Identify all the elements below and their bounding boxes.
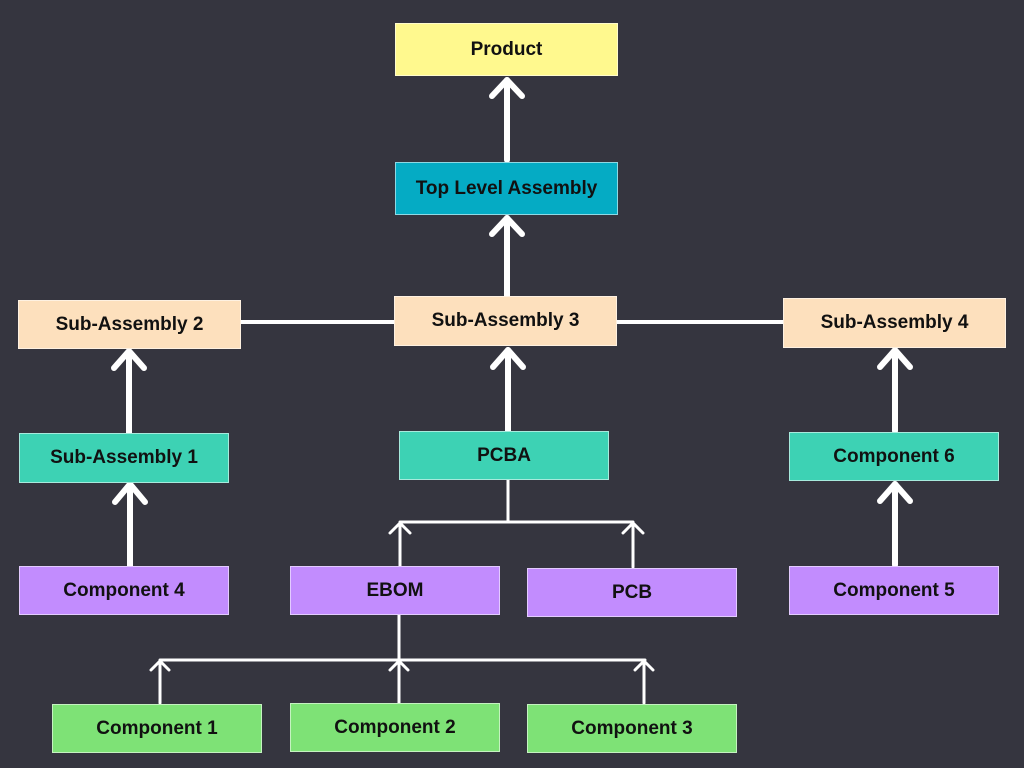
node-top-level-assembly[interactable]: Top Level Assembly — [395, 162, 618, 215]
arrowhead-sa4 — [877, 347, 913, 370]
node-component-4[interactable]: Component 4 — [19, 566, 229, 615]
node-component-2[interactable]: Component 2 — [290, 703, 500, 752]
node-product[interactable]: Product — [395, 23, 618, 76]
node-component-3[interactable]: Component 3 — [527, 704, 737, 753]
node-pcb[interactable]: PCB — [527, 568, 737, 617]
node-sub-assembly-4[interactable]: Sub-Assembly 4 — [783, 298, 1006, 348]
node-sub-assembly-2[interactable]: Sub-Assembly 2 — [18, 300, 241, 349]
arrowhead-ebom-bus — [388, 521, 412, 535]
node-component-1[interactable]: Component 1 — [52, 704, 262, 753]
arrowhead-c1-bus — [149, 659, 171, 672]
node-ebom[interactable]: EBOM — [290, 566, 500, 615]
arrowhead-product — [489, 77, 525, 99]
arrowhead-c3-bus — [633, 659, 655, 672]
arrowhead-c6 — [877, 481, 913, 504]
node-sub-assembly-1[interactable]: Sub-Assembly 1 — [19, 433, 229, 483]
arrowhead-top-level — [489, 215, 525, 237]
node-component-6[interactable]: Component 6 — [789, 432, 999, 481]
arrowhead-sa2 — [111, 348, 147, 371]
arrowhead-pcb-bus — [621, 521, 645, 535]
arrowhead-sa3 — [490, 347, 526, 370]
node-pcba[interactable]: PCBA — [399, 431, 609, 480]
arrowhead-c2-bus — [388, 659, 410, 672]
node-component-5[interactable]: Component 5 — [789, 566, 999, 615]
arrowhead-sa1 — [112, 481, 148, 505]
node-sub-assembly-3[interactable]: Sub-Assembly 3 — [394, 296, 617, 346]
